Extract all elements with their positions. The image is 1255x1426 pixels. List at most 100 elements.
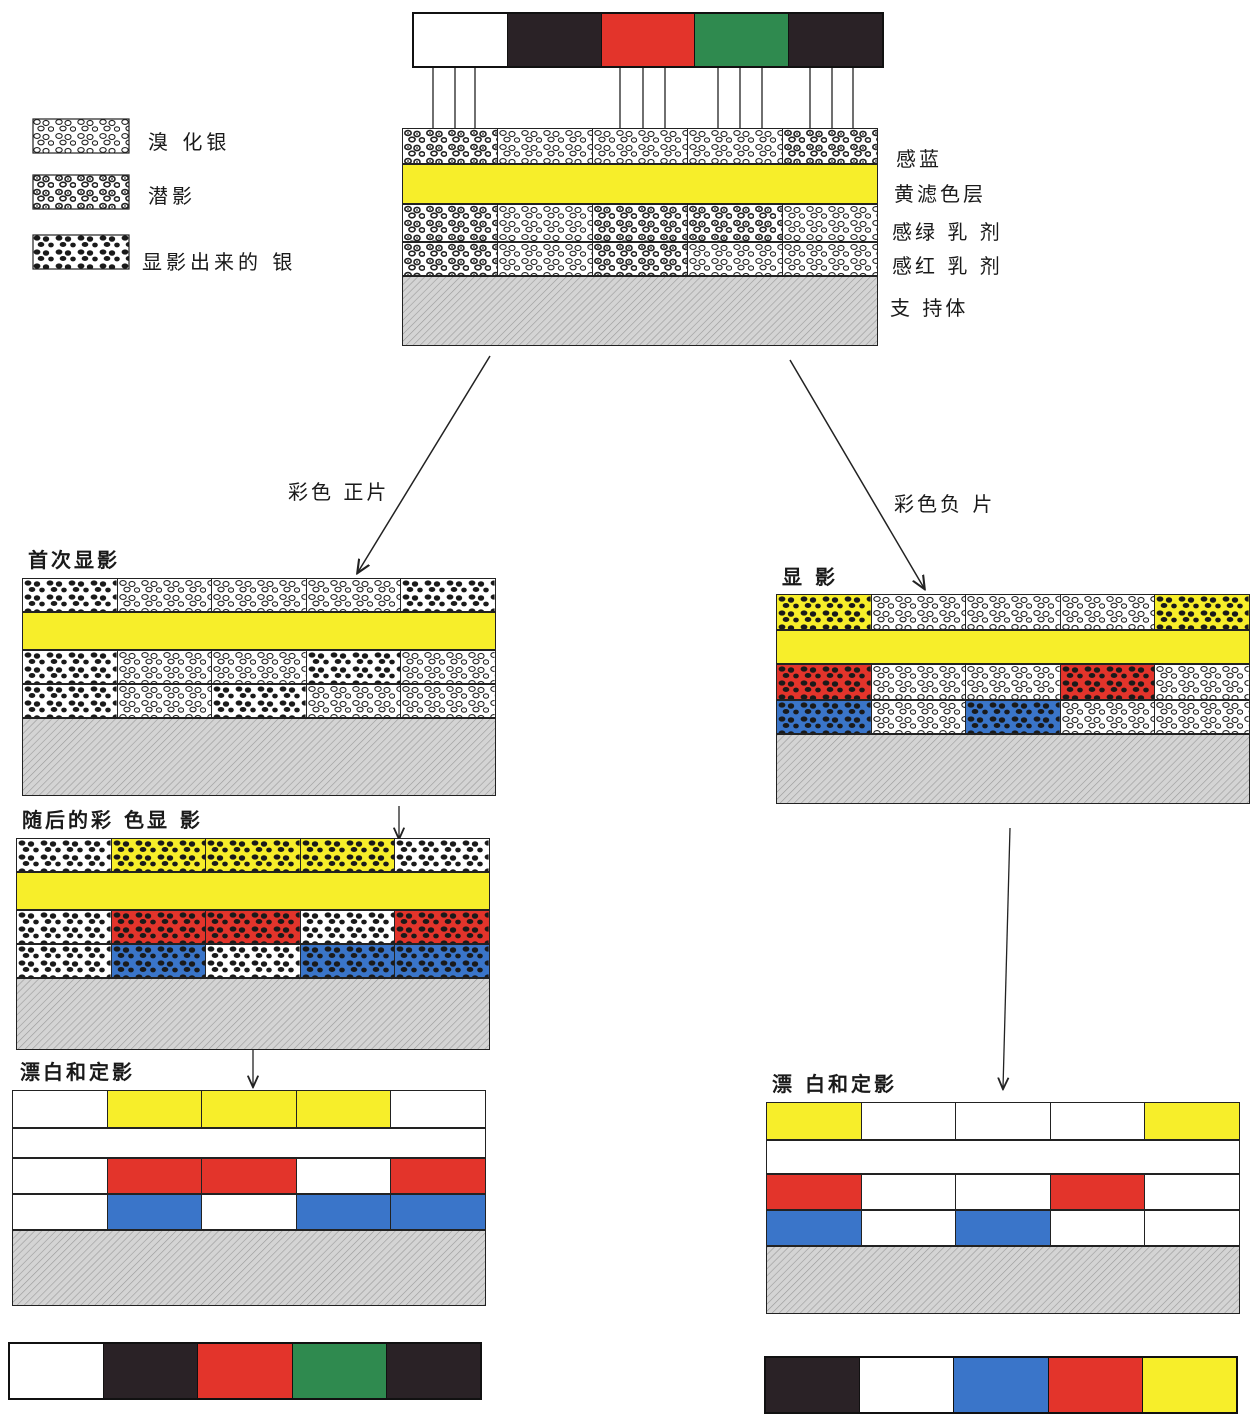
emulsion-cell [1050,1103,1146,1139]
emulsion-cell [296,1091,392,1127]
emulsion-cell [861,1175,957,1209]
emulsion-cell [300,911,396,943]
emulsion-cell [117,579,213,611]
emulsion-cell [401,685,495,717]
arrow-step-3 [1003,827,1011,1088]
emulsion-cell [300,945,396,977]
emulsion-cell [498,129,593,163]
emulsion-cell [306,685,402,717]
arrow-to-negative [789,359,924,588]
emulsion-cell [767,1211,862,1245]
emulsion-cell [777,665,872,699]
layer-red-emulsion [776,700,1250,734]
positive-swatch-red [198,1344,293,1398]
emulsion-cell [391,1195,485,1229]
emulsion-cell [1050,1211,1146,1245]
emulsion-cell [777,595,872,629]
emulsion-cell [956,1103,1051,1139]
emulsion-cell [871,701,967,733]
layer-green-emulsion [16,910,490,944]
film-negative-final [766,1102,1240,1314]
legend-label-latent-image: 潜影 [148,184,196,208]
emulsion-cell [202,1195,297,1229]
layer-red-emulsion [402,242,878,276]
input-color-strip [412,12,884,68]
emulsion-cell [966,665,1061,699]
emulsion-cell [306,579,402,611]
layer-green-emulsion [402,204,878,242]
positive-swatch-black [386,1344,481,1398]
negative-result-strip [764,1356,1238,1414]
emulsion-cell [212,579,307,611]
layer-green-emulsion [12,1158,486,1194]
emulsion-cell [767,1175,862,1209]
layer-green-emulsion [766,1174,1240,1210]
step-label-develop: 显 影 [782,565,838,589]
step-label-first-develop: 首次显影 [28,548,120,572]
positive-swatch-green [292,1344,387,1398]
emulsion-cell [401,651,495,683]
emulsion-cell [212,685,307,717]
layer-blue-sensitive [776,594,1250,630]
layer-yellow-filter [776,630,1250,664]
emulsion-cell [23,651,118,683]
negative-swatch-yellow [1142,1358,1237,1412]
emulsion-cell [306,651,402,683]
emulsion-cell [117,651,213,683]
emulsion-cell [956,1211,1051,1245]
emulsion-cell [767,1103,862,1139]
layer-yellow-filter [22,612,496,650]
layer-blue-sensitive [402,128,878,164]
emulsion-cell [111,839,207,871]
film-first-develop [22,578,496,796]
emulsion-cell [206,945,301,977]
exposed-film [402,128,878,346]
emulsion-cell [107,1091,203,1127]
film-support [22,718,496,796]
layer-yellow-filter [766,1140,1240,1174]
emulsion-cell [1145,1211,1239,1245]
layer-label-red-emulsion: 感红 乳 剂 [892,254,1003,278]
emulsion-cell [783,205,877,241]
film-negative-develop [776,594,1250,804]
emulsion-cell [107,1195,203,1229]
film-support [402,276,878,346]
emulsion-cell [395,839,489,871]
emulsion-cell [13,1195,108,1229]
emulsion-cell [23,579,118,611]
emulsion-cell [17,911,112,943]
positive-result-strip [8,1342,482,1400]
emulsion-cell [966,701,1061,733]
positive-swatch-white [10,1344,105,1398]
negative-swatch-black [766,1358,861,1412]
emulsion-cell [401,579,495,611]
emulsion-cell [300,839,396,871]
emulsion-cell [1060,665,1156,699]
emulsion-cell [498,205,593,241]
emulsion-cell [593,129,688,163]
step-label-bleach-fix-left: 漂白和定影 [20,1060,135,1084]
positive-swatch-black [104,1344,199,1398]
film-support [12,1230,486,1306]
emulsion-cell [956,1175,1051,1209]
emulsion-cell [111,911,207,943]
emulsion-cell [498,243,593,275]
film-support [766,1246,1240,1314]
emulsion-cell [966,595,1061,629]
layer-label-support: 支 持体 [890,296,969,320]
emulsion-cell [403,129,498,163]
arrow-to-positive [358,355,491,572]
legend-swatch-developed-silver [32,234,130,270]
legend: 溴 化银 潜影 显影出来的 银 [30,118,350,278]
emulsion-cell [861,1211,957,1245]
layer-yellow-filter [16,872,490,910]
input-swatch-black [789,14,882,66]
emulsion-cell [688,205,783,241]
layer-green-emulsion [22,650,496,684]
legend-label-silver-bromide: 溴 化银 [148,130,231,154]
input-swatch-black [507,14,602,66]
emulsion-cell [17,839,112,871]
legend-swatch-silver-bromide [32,118,130,154]
input-swatch-green [695,14,790,66]
layer-red-emulsion [22,684,496,718]
